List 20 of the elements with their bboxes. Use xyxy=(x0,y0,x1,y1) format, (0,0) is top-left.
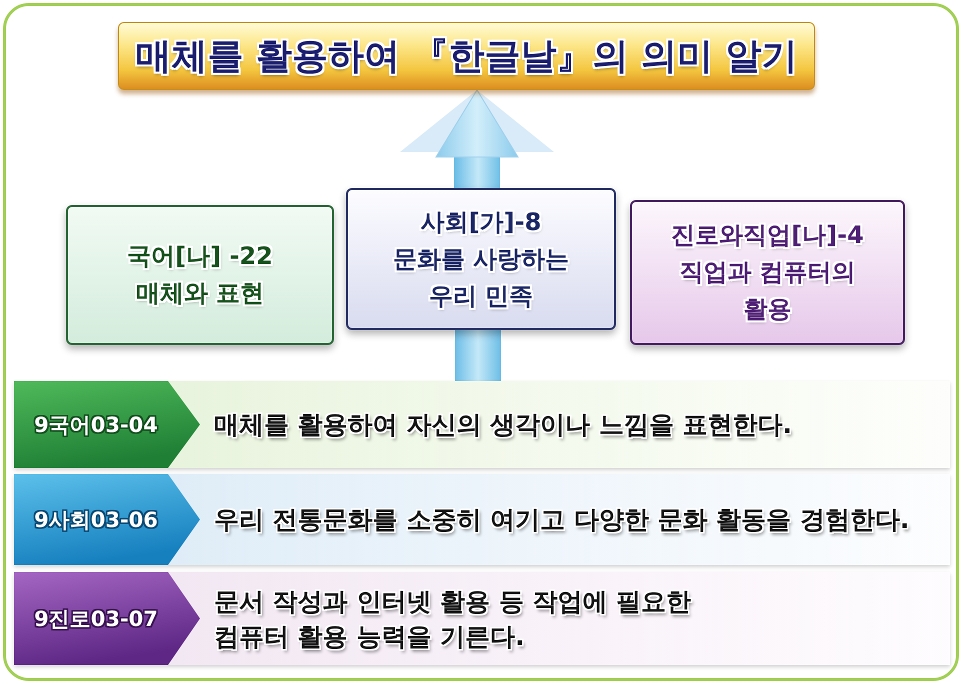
topic-code: 사회[가]-8 xyxy=(420,206,542,238)
standard-text: 우리 전통문화를 소중히 여기고 다양한 문화 활동을 경험한다. xyxy=(214,504,910,536)
topic-code: 국어[나] -22 xyxy=(127,241,273,272)
topic-code: 진로와직업[나]-4 xyxy=(671,220,864,251)
topic-title: 문화를 사랑하는 우리 민족 xyxy=(392,244,570,312)
code-tag: 9진로03-07 xyxy=(14,572,200,665)
topic-box xyxy=(630,200,905,345)
code-tag: 9사회03-06 xyxy=(14,474,200,565)
standard-band xyxy=(14,474,950,565)
standard-band xyxy=(14,381,950,468)
standard-text: 문서 작성과 인터넷 활용 등 작업에 필요한 컴퓨터 활용 능력을 기른다. xyxy=(214,586,692,652)
title-banner: 매체를 활용하여 『한글날』의 의미 알기 xyxy=(118,22,815,90)
topic-box xyxy=(346,188,616,330)
topic-title: 직업과 컴퓨터의 활용 xyxy=(678,257,857,325)
standard-band xyxy=(14,572,950,665)
code-tag: 9국어03-04 xyxy=(14,381,200,468)
topic-title: 매체와 표현 xyxy=(136,278,264,309)
topic-box xyxy=(66,205,334,345)
arrow xyxy=(400,90,554,188)
standard-text: 매체를 활용하여 자신의 생각이나 느낌을 표현한다. xyxy=(214,409,792,441)
